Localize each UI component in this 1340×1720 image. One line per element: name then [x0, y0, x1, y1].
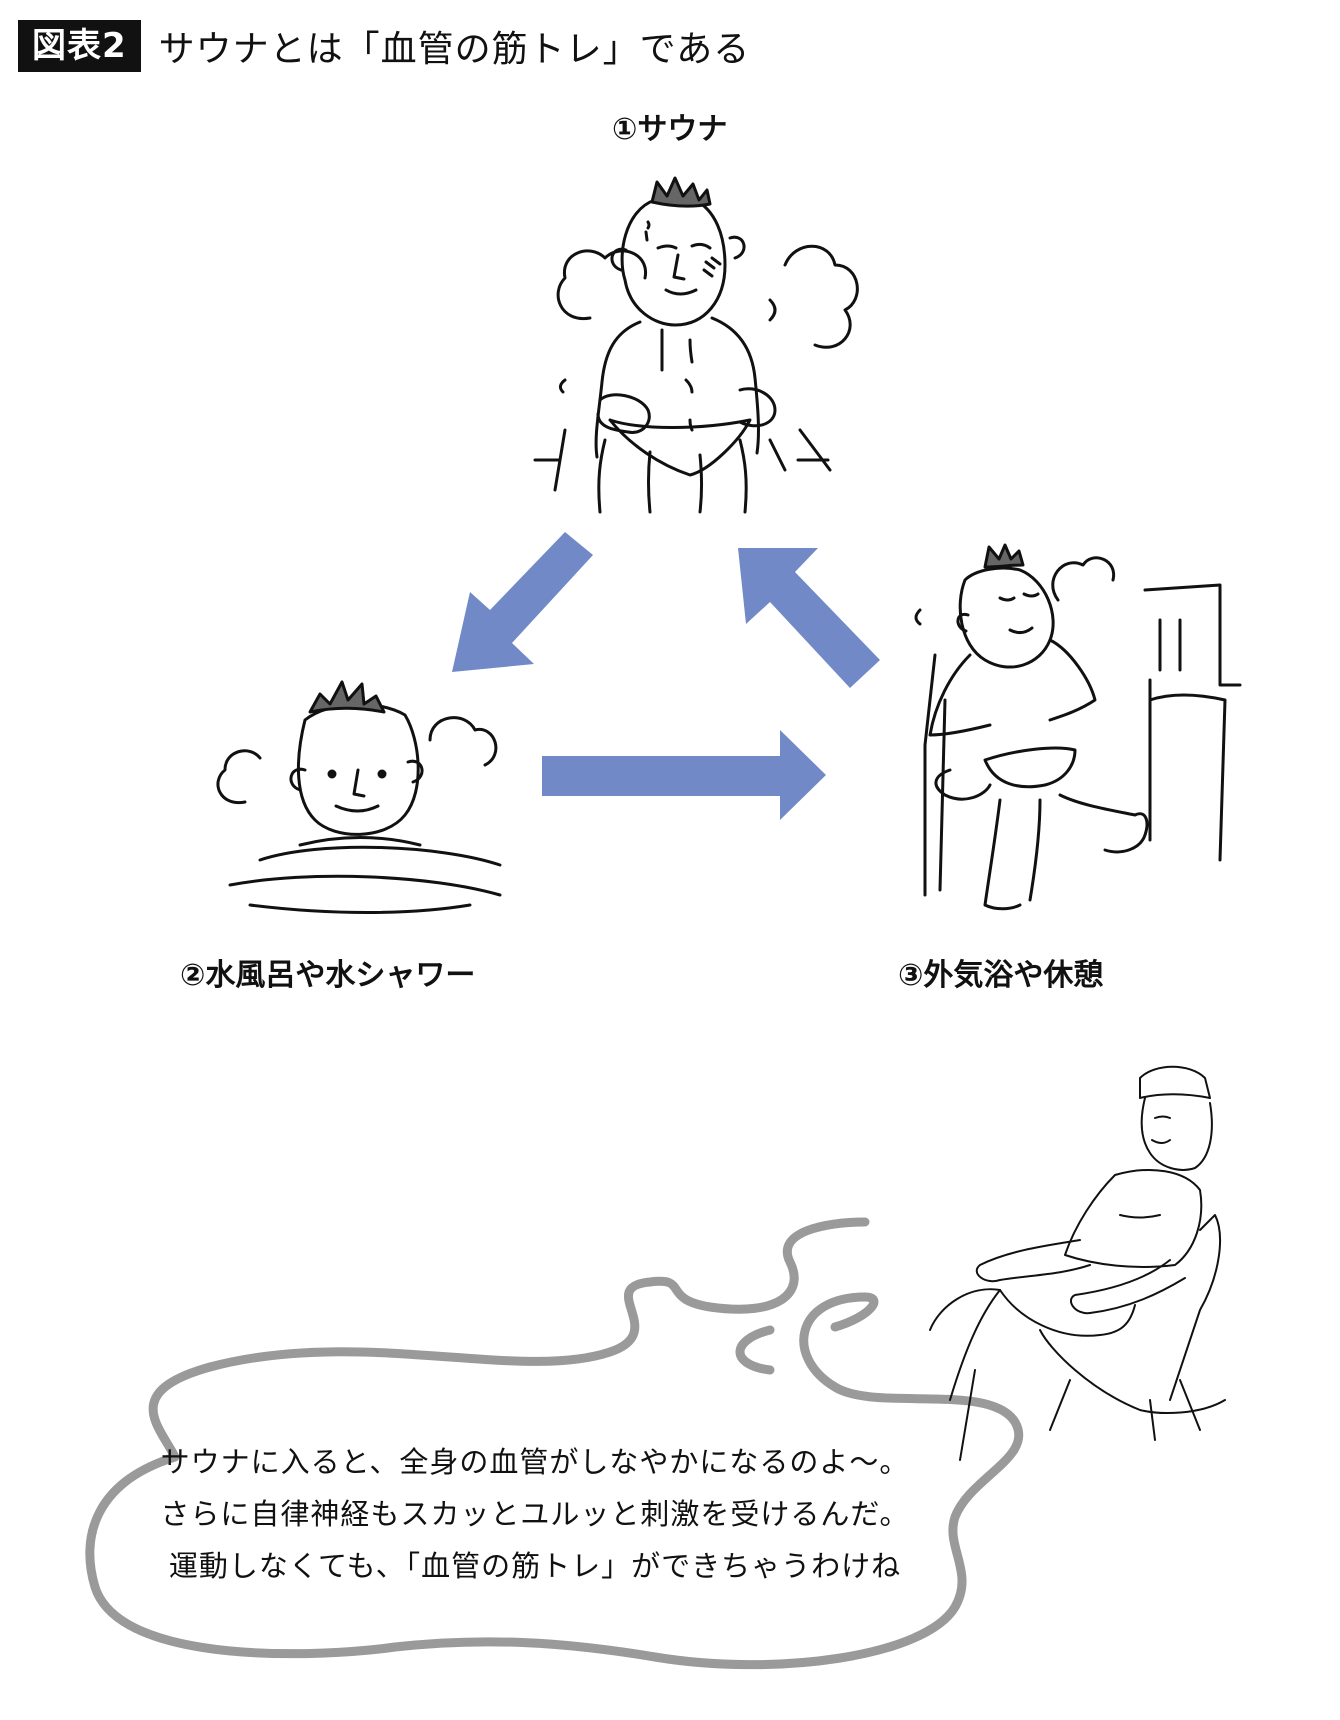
relaxed-man-drawing [929, 1065, 1226, 1461]
cycle-arrows [452, 532, 880, 820]
step-label-sauna: ①サウナ [612, 112, 728, 147]
arrow-sauna-to-cold-bath [452, 532, 593, 672]
resting-man-drawing [914, 543, 1242, 911]
figure-title: サウナとは「血管の筋トレ」である [158, 29, 751, 70]
speech-line-3: 運動しなくても、「血管の筋トレ」ができちゃうわけね [168, 1549, 902, 1583]
speech-line-1: サウナに入ると、全身の血管がしなやかになるのよ〜。 [160, 1445, 910, 1479]
step-label-rest: ③外気浴や休憩 [898, 958, 1104, 993]
sauna-man-drawing [533, 176, 859, 514]
cold-bath-man-drawing [216, 680, 502, 914]
speech-line-2: さらに自律神経もスカッとユルッと刺激を受けるんだ。 [160, 1497, 910, 1531]
arrow-rest-to-sauna [738, 548, 880, 688]
figure-number-badge: 図表2 [18, 20, 141, 72]
arrow-cold-bath-to-rest [542, 730, 826, 820]
figure-header: 図表2 サウナとは「血管の筋トレ」である [18, 18, 750, 74]
speech-bubble-outline [85, 1217, 1024, 1670]
step-label-cold-bath: ②水風呂や水シャワー [180, 958, 476, 993]
